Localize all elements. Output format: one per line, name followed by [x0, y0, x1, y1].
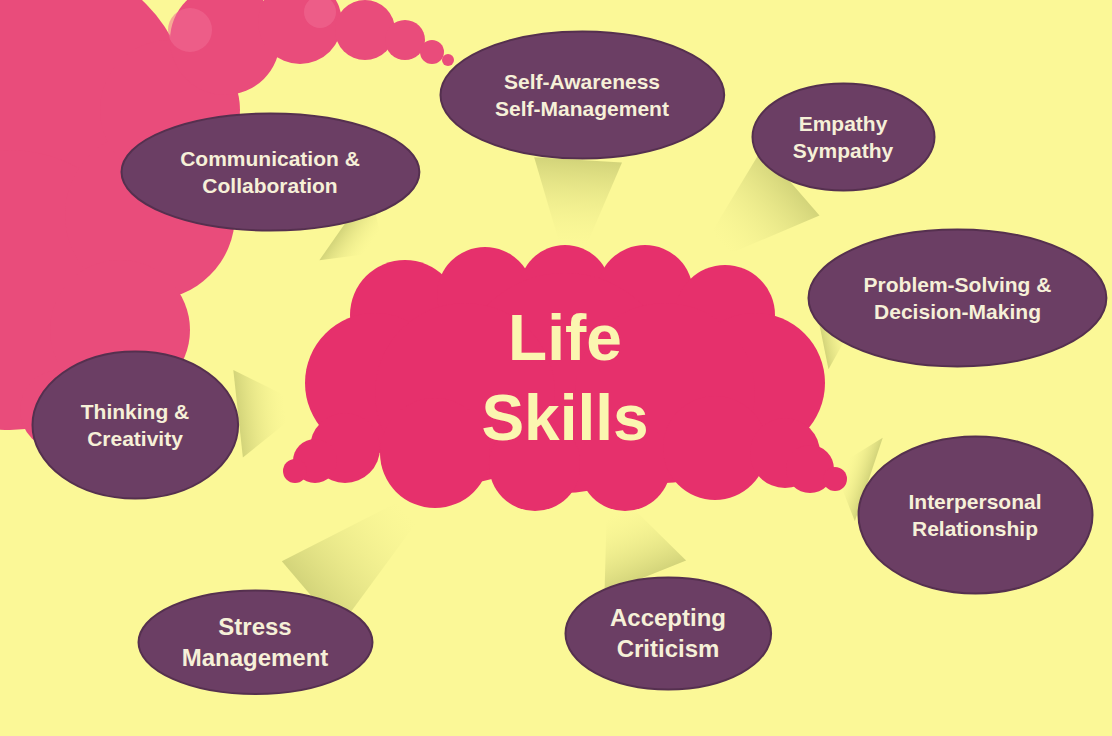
skill-label: Stress Management [180, 611, 330, 673]
ellipse-shape [564, 576, 773, 691]
skill-ellipse: Self-Awareness Self-Management [439, 30, 726, 160]
ellipse-shape [137, 589, 374, 696]
beam-connector [534, 157, 622, 243]
ellipse-fill [565, 577, 771, 689]
ellipse-fill [858, 437, 1092, 594]
cloud-puff [283, 459, 307, 483]
ellipse-shape [120, 112, 421, 232]
skill-label: Communication & Collaboration [172, 145, 367, 200]
cloud-shape [285, 243, 845, 513]
skill-label: Empathy Sympathy [788, 110, 898, 165]
skill-label: Self-Awareness Self-Management [489, 68, 674, 123]
skill-ellipse: Stress Management [137, 589, 374, 696]
skill-label: Accepting Criticism [603, 602, 733, 664]
ellipse-fill [809, 230, 1107, 367]
skill-ellipse: Accepting Criticism [564, 576, 773, 691]
central-cloud: Life Skills [285, 243, 845, 513]
skill-ellipse: Thinking & Creativity [31, 350, 240, 500]
cloud-puff [823, 467, 847, 491]
central-title: Life Skills [440, 298, 690, 458]
ellipse-shape [807, 228, 1108, 368]
ellipse-fill [440, 32, 724, 159]
ellipse-fill [121, 114, 419, 231]
ellipse-shape [31, 350, 240, 500]
skill-ellipse: Communication & Collaboration [120, 112, 421, 232]
skill-ellipse: Empathy Sympathy [751, 82, 936, 192]
skill-label: Problem-Solving & Decision-Making [860, 271, 1055, 326]
ellipse-fill [32, 352, 238, 499]
skill-ellipse: Interpersonal Relationship [857, 435, 1094, 595]
cloud-puff [380, 398, 490, 508]
ellipse-shape [439, 30, 726, 160]
cloud-highlight [168, 0, 336, 52]
ellipse-fill [138, 590, 372, 694]
ellipse-fill [752, 84, 934, 191]
skill-label: Thinking & Creativity [70, 398, 200, 453]
skill-ellipse: Problem-Solving & Decision-Making [807, 228, 1108, 368]
ellipse-shape [751, 82, 936, 192]
ellipse-shape [857, 435, 1094, 595]
skill-label: Interpersonal Relationship [900, 488, 1050, 543]
beam-connector [233, 370, 286, 457]
